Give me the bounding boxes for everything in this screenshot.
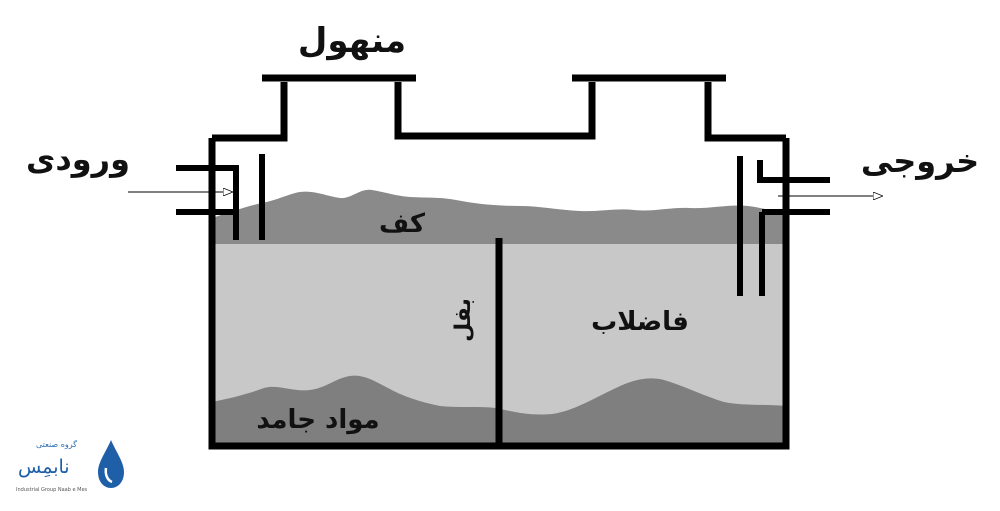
- roof-right: [704, 82, 786, 142]
- label-inlet: ورودی: [26, 140, 130, 178]
- logo-subtitle: Industrial Group Naab e Mes: [16, 487, 88, 493]
- label-solids: مواد جامد: [256, 405, 379, 435]
- outlet-pipe-top: [757, 160, 830, 183]
- logo-name: نابمِس: [18, 456, 70, 478]
- water-drop-icon: [98, 440, 124, 488]
- label-wastewater: فاضلاب: [591, 307, 689, 337]
- company-logo: گروه صنعتی نابمِس Industrial Group Naab …: [8, 436, 128, 502]
- label-manhole: منهول: [298, 21, 406, 61]
- logo-tagline: گروه صنعتی: [36, 440, 77, 449]
- scum-layer: [212, 189, 786, 244]
- roof-middle: [394, 82, 596, 140]
- label-outlet: خروجی: [861, 142, 979, 180]
- inlet-pipe-top: [176, 165, 239, 240]
- roof-left: [212, 82, 288, 142]
- label-baffle: بفل: [451, 298, 476, 342]
- label-scum: کف: [379, 209, 426, 239]
